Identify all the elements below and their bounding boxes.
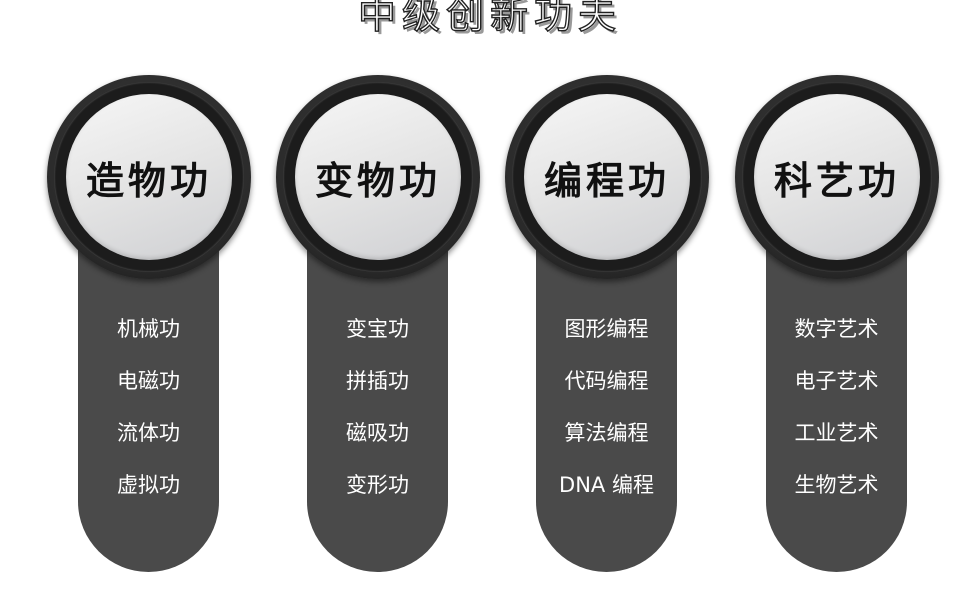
list-item: 变宝功 [346, 317, 409, 341]
column-zaowu: 造物功 机械功 电磁功 流体功 虚拟功 [46, 75, 252, 575]
list-item: 算法编程 [564, 421, 649, 445]
column-biancheng: 编程功 图形编程 代码编程 算法编程 DNA 编程 [504, 75, 710, 575]
list-item: 虚拟功 [117, 473, 180, 497]
item-list: 图形编程 代码编程 算法编程 DNA 编程 [536, 312, 677, 520]
list-item: 生物艺术 [794, 473, 879, 497]
header-ring: 编程功 [505, 75, 709, 279]
list-item: 电子艺术 [794, 369, 879, 393]
list-item: 数字艺术 [794, 317, 879, 341]
item-list: 数字艺术 电子艺术 工业艺术 生物艺术 [766, 312, 907, 520]
column-heading: 造物功 [85, 158, 212, 203]
list-item: 拼插功 [346, 369, 409, 393]
list-item: 变形功 [346, 473, 409, 497]
header-disc: 变物功 [295, 94, 461, 260]
column-heading: 科艺功 [773, 158, 900, 203]
header-ring: 变物功 [276, 75, 480, 279]
page-title: 中级创新功夫 [357, 0, 622, 38]
list-item: 机械功 [117, 317, 180, 341]
list-item: 流体功 [117, 421, 180, 445]
header-disc: 编程功 [524, 94, 690, 260]
header-ring: 科艺功 [735, 75, 939, 279]
list-item: DNA 编程 [559, 473, 654, 497]
list-item: 磁吸功 [346, 421, 409, 445]
column-heading: 变物功 [314, 158, 441, 203]
column-heading: 编程功 [543, 158, 670, 203]
list-item: 工业艺术 [794, 421, 879, 445]
list-item: 代码编程 [564, 369, 649, 393]
header-ring: 造物功 [47, 75, 251, 279]
header-disc: 造物功 [66, 94, 232, 260]
list-item: 图形编程 [564, 317, 649, 341]
column-bianwu: 变物功 变宝功 拼插功 磁吸功 变形功 [275, 75, 481, 575]
header-disc: 科艺功 [754, 94, 920, 260]
column-keyi: 科艺功 数字艺术 电子艺术 工业艺术 生物艺术 [734, 75, 940, 575]
item-list: 变宝功 拼插功 磁吸功 变形功 [307, 312, 448, 520]
list-item: 电磁功 [117, 369, 180, 393]
item-list: 机械功 电磁功 流体功 虚拟功 [78, 312, 219, 520]
